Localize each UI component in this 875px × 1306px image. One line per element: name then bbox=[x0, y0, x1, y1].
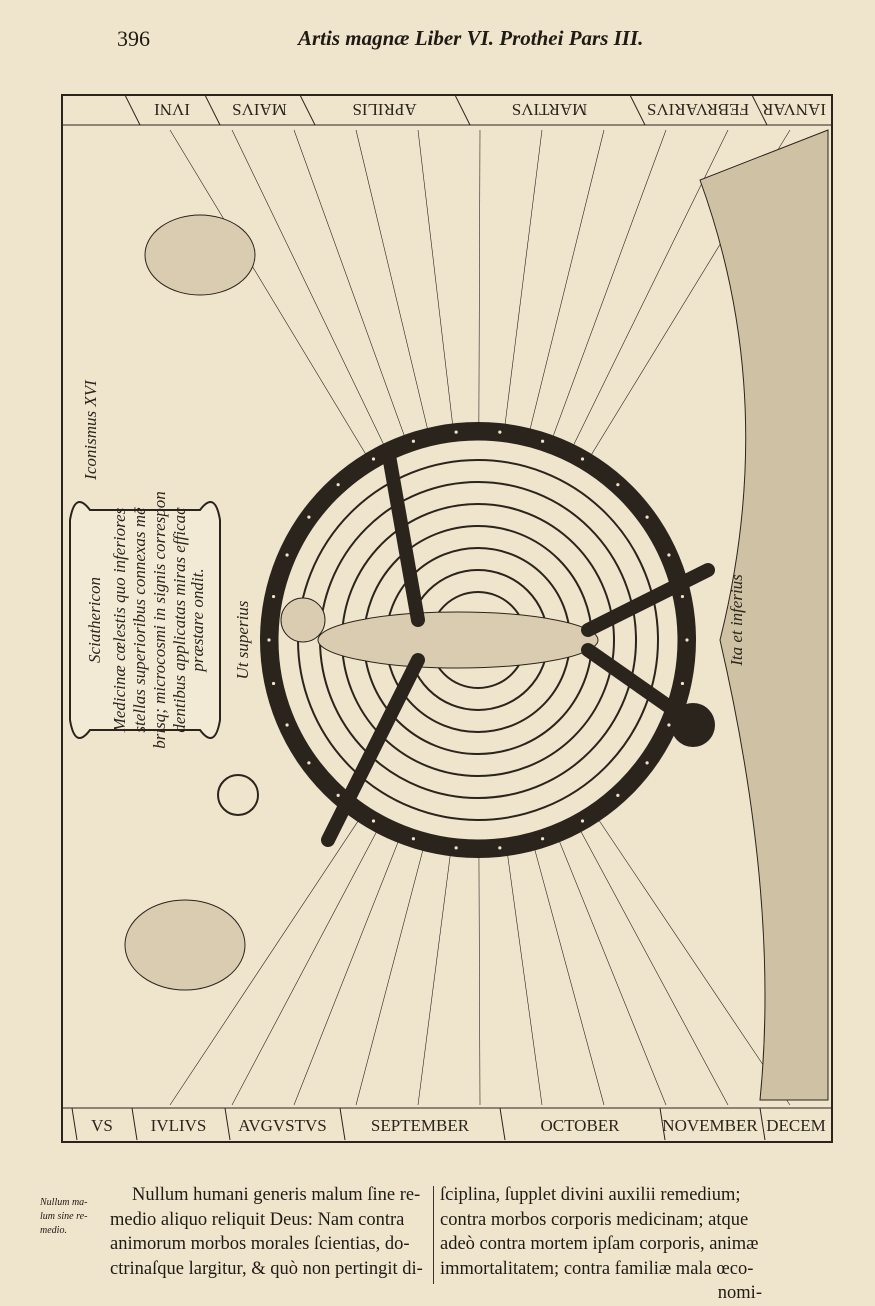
landscape bbox=[699, 129, 829, 1101]
star-icon bbox=[645, 515, 649, 519]
star-icon bbox=[307, 515, 311, 519]
star-icon bbox=[540, 837, 545, 841]
sun-icon bbox=[217, 774, 259, 816]
margin-line: Nullum ma- bbox=[40, 1197, 88, 1208]
cartouche-line: præstare ondit. bbox=[188, 568, 207, 672]
running-title: Artis magnæ Liber VI. Prothei Pars III. bbox=[298, 26, 644, 50]
text-line: immortalitatem; contra familiæ mala œco- bbox=[440, 1258, 754, 1279]
text-line: nomi- bbox=[717, 1283, 762, 1303]
star-icon bbox=[498, 846, 502, 850]
microcosm-figure bbox=[317, 611, 599, 669]
cloud-upper bbox=[144, 214, 256, 296]
star-icon bbox=[454, 430, 458, 434]
star-icon bbox=[411, 439, 416, 443]
cloud-lower bbox=[124, 899, 246, 991]
cartouche-line: brisq; microcosmi in signis correspon bbox=[150, 491, 169, 749]
star-icon bbox=[307, 761, 311, 765]
month-label: MAIVS bbox=[232, 100, 287, 119]
month-label: MARTIVS bbox=[512, 100, 588, 119]
star-icon bbox=[271, 681, 276, 686]
star-icon bbox=[645, 761, 649, 765]
star-icon bbox=[411, 837, 416, 841]
globe-icon bbox=[671, 703, 715, 747]
page-number: 396 bbox=[117, 26, 150, 51]
star-icon bbox=[336, 483, 340, 487]
star-icon bbox=[667, 553, 671, 557]
figure-limbs bbox=[321, 443, 715, 847]
star-icon bbox=[454, 846, 458, 850]
text-line: Nullum humani generis malum ſine re- bbox=[132, 1185, 421, 1205]
plate-border bbox=[61, 94, 833, 1143]
plate-label: Iconismus XVI bbox=[81, 379, 100, 481]
star-icon bbox=[680, 594, 685, 599]
star-icon bbox=[336, 793, 340, 797]
cartouche-line: dentibus applicatas miras efficac bbox=[170, 507, 189, 733]
star-icon bbox=[285, 553, 289, 557]
star-icon bbox=[616, 793, 620, 797]
month-label: VS bbox=[91, 1116, 113, 1135]
cartouche: Sciathericon Medicinæ cœlestis quo infer… bbox=[69, 491, 221, 749]
month-label: FEBRVARIVS bbox=[647, 100, 749, 119]
star-icon bbox=[685, 638, 689, 642]
month-label: DECEM bbox=[766, 1116, 826, 1135]
star-icon bbox=[667, 723, 671, 727]
margin-line: lum sine re- bbox=[40, 1211, 88, 1222]
star-icon bbox=[267, 638, 271, 642]
cartouche-line: stellas superioribus connexas mē bbox=[130, 507, 149, 733]
month-label: APRILIS bbox=[352, 100, 416, 119]
text-line: medio aliquo reliquit Deus: Nam contra bbox=[110, 1209, 405, 1230]
text-line: contra morbos corporis medicinam; atque bbox=[440, 1209, 749, 1230]
star-icon bbox=[371, 457, 376, 461]
margin-note: Nullum ma- lum sine re- medio. bbox=[40, 1196, 106, 1238]
month-label: AVGVSTVS bbox=[238, 1116, 327, 1135]
text-line: animorum morbos morales ſcientias, do- bbox=[110, 1234, 410, 1254]
star-icon bbox=[580, 457, 585, 461]
text-line: ctrinaſque largitur, & quò non pertingit… bbox=[110, 1258, 423, 1279]
margin-line: medio. bbox=[40, 1225, 67, 1236]
month-label: NOVEMBER bbox=[662, 1116, 758, 1135]
star-icon bbox=[371, 819, 376, 823]
banner-upper: Ut superius bbox=[233, 600, 252, 679]
figure-head bbox=[280, 597, 326, 643]
month-label: SEPTEMBER bbox=[371, 1116, 470, 1135]
text-column-right: ſciplina, ſupplet divini auxilii remediu… bbox=[440, 1183, 762, 1306]
star-icon bbox=[616, 483, 620, 487]
cartouche-title: Sciathericon bbox=[85, 577, 104, 663]
star-icon bbox=[271, 594, 276, 599]
star-icon bbox=[540, 439, 545, 443]
star-icon bbox=[285, 723, 289, 727]
star-icon bbox=[580, 819, 585, 823]
text-column-left: Nullum humani generis malum ſine re- med… bbox=[110, 1183, 428, 1281]
cartouche-line: Medicinæ cœlestis quo inferiores bbox=[110, 507, 129, 733]
star-icon bbox=[680, 681, 685, 686]
column-divider bbox=[433, 1186, 434, 1284]
banner-lower: Ita et inferius bbox=[727, 574, 746, 667]
text-line: adeò contra mortem ipſam corporis, animæ bbox=[440, 1234, 759, 1254]
text-line: ſciplina, ſupplet divini auxilii remediu… bbox=[440, 1185, 741, 1205]
month-label: IVNI bbox=[154, 100, 190, 119]
star-icon bbox=[498, 430, 502, 434]
month-label: IANVAR bbox=[761, 100, 826, 119]
month-label: OCTOBER bbox=[540, 1116, 620, 1135]
month-label: IVLIVS bbox=[151, 1116, 207, 1135]
